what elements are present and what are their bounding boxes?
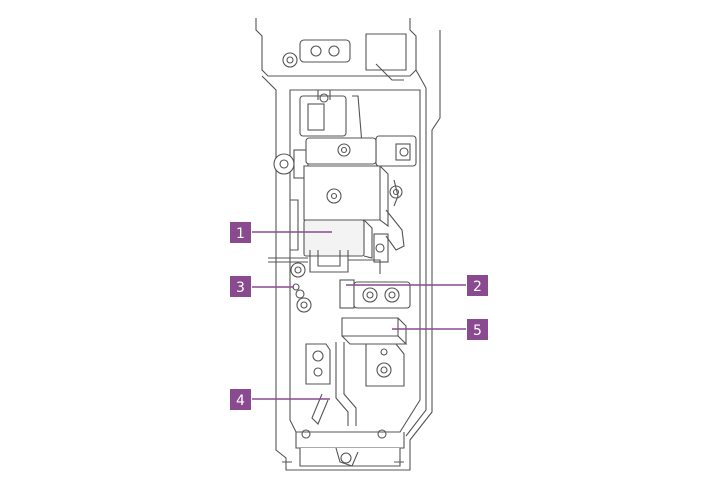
callout-1: 1 [230, 222, 251, 243]
callout-3-label: 3 [236, 280, 245, 296]
callout-5: 5 [467, 319, 488, 340]
callout-3: 3 [230, 276, 251, 297]
leader-lines [252, 231, 466, 400]
device-line-art [255, 18, 441, 471]
callout-2: 2 [467, 275, 488, 296]
callout-1-label: 1 [236, 226, 245, 242]
callout-5-label: 5 [473, 323, 482, 339]
callout-2-label: 2 [473, 279, 482, 295]
callout-4-label: 4 [236, 393, 245, 409]
callout-4: 4 [230, 389, 251, 410]
